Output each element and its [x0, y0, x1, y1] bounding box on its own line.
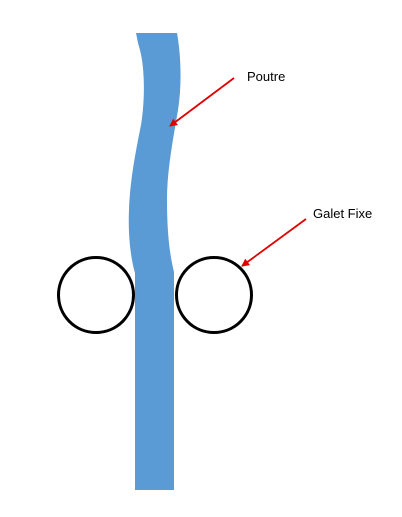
roller-arrow: [241, 218, 307, 267]
beam: [128, 33, 181, 490]
right-roller: [175, 256, 253, 334]
left-roller: [57, 256, 135, 334]
beam-arrow: [169, 77, 235, 127]
fixed-roller-label: Galet Fixe: [313, 206, 372, 221]
beam-label: Poutre: [247, 69, 285, 84]
